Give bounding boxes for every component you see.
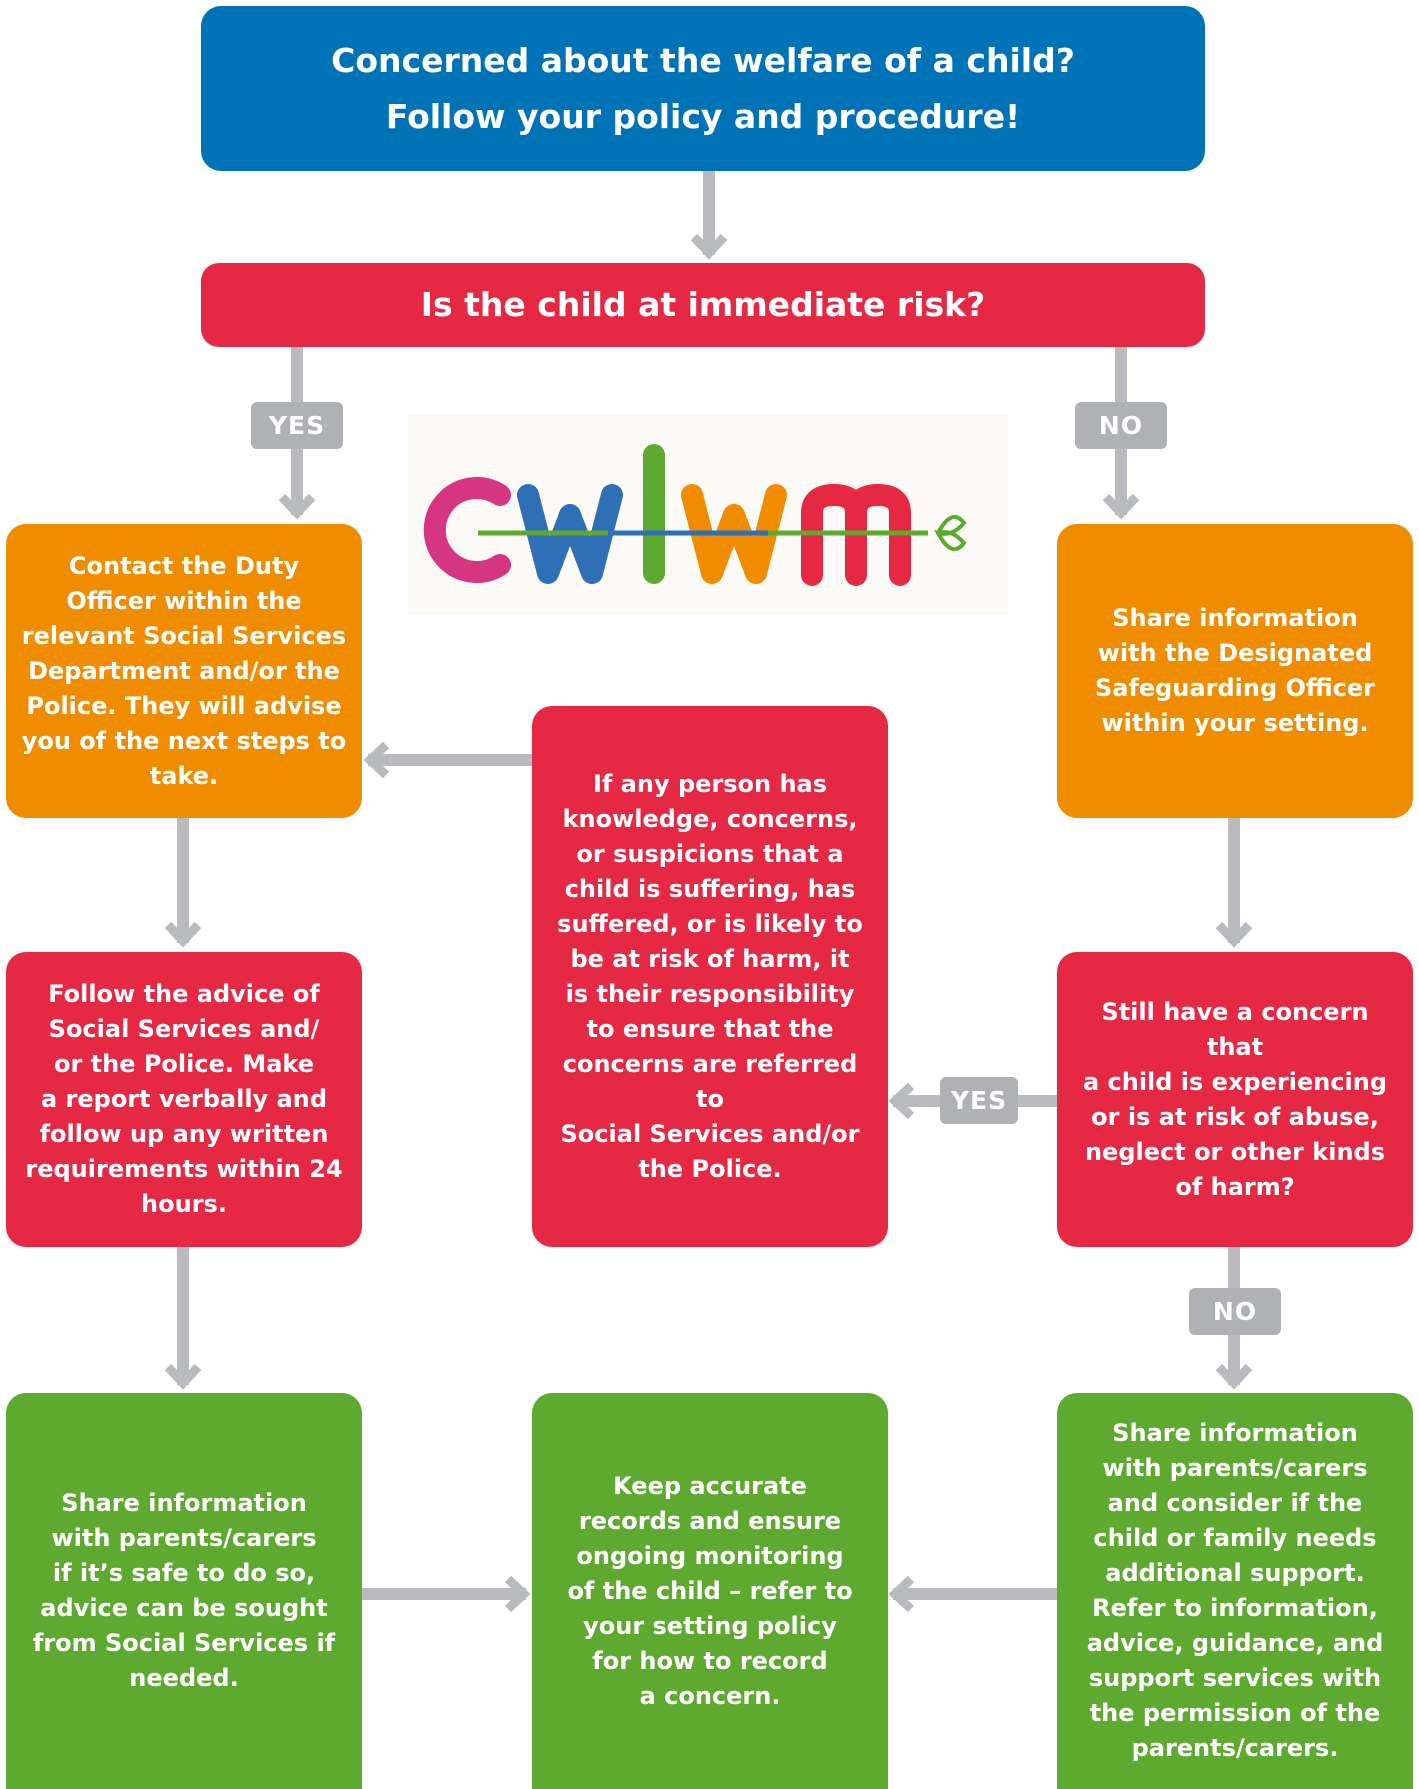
share-parents-safe-box: Share information with parents/carers if…	[6, 1393, 362, 1789]
responsibility-text: If any person has knowledge, concerns, o…	[557, 769, 863, 1183]
still-concern-text: Still have a concern that a child is exp…	[1082, 997, 1388, 1201]
share-dso-box: Share information with the Designated Sa…	[1057, 524, 1413, 818]
contact-duty-officer-text: Contact the Duty Officer within the rele…	[21, 551, 347, 790]
yes-label-middle: YES	[940, 1077, 1018, 1124]
header-box: Concerned about the welfare of a child? …	[201, 6, 1205, 171]
responsibility-box: If any person has knowledge, concerns, o…	[532, 706, 888, 1247]
follow-advice-text: Follow the advice of Social Services and…	[25, 980, 343, 1218]
contact-duty-officer-box: Contact the Duty Officer within the rele…	[6, 524, 362, 818]
yes-label-left: YES	[251, 402, 343, 449]
share-parents-support-text: Share information with parents/carers an…	[1086, 1419, 1384, 1762]
question-box: Is the child at immediate risk?	[201, 263, 1205, 347]
question-text: Is the child at immediate risk?	[420, 285, 986, 324]
share-parents-safe-text: Share information with parents/carers if…	[32, 1489, 336, 1692]
header-text: Concerned about the welfare of a child? …	[331, 40, 1075, 136]
cwlwm-logo: cwlwm	[408, 415, 1008, 615]
keep-records-text: Keep accurate records and ensure ongoing…	[567, 1471, 853, 1710]
share-dso-text: Share information with the Designated Sa…	[1094, 604, 1376, 737]
cwlwm-logo-graphic	[408, 415, 1008, 615]
follow-advice-box: Follow the advice of Social Services and…	[6, 952, 362, 1247]
no-label-lower: NO	[1189, 1288, 1281, 1335]
still-concern-box: Still have a concern that a child is exp…	[1057, 952, 1413, 1247]
keep-records-box: Keep accurate records and ensure ongoing…	[532, 1393, 888, 1789]
no-label-right: NO	[1075, 402, 1167, 449]
share-parents-support-box: Share information with parents/carers an…	[1057, 1393, 1413, 1789]
